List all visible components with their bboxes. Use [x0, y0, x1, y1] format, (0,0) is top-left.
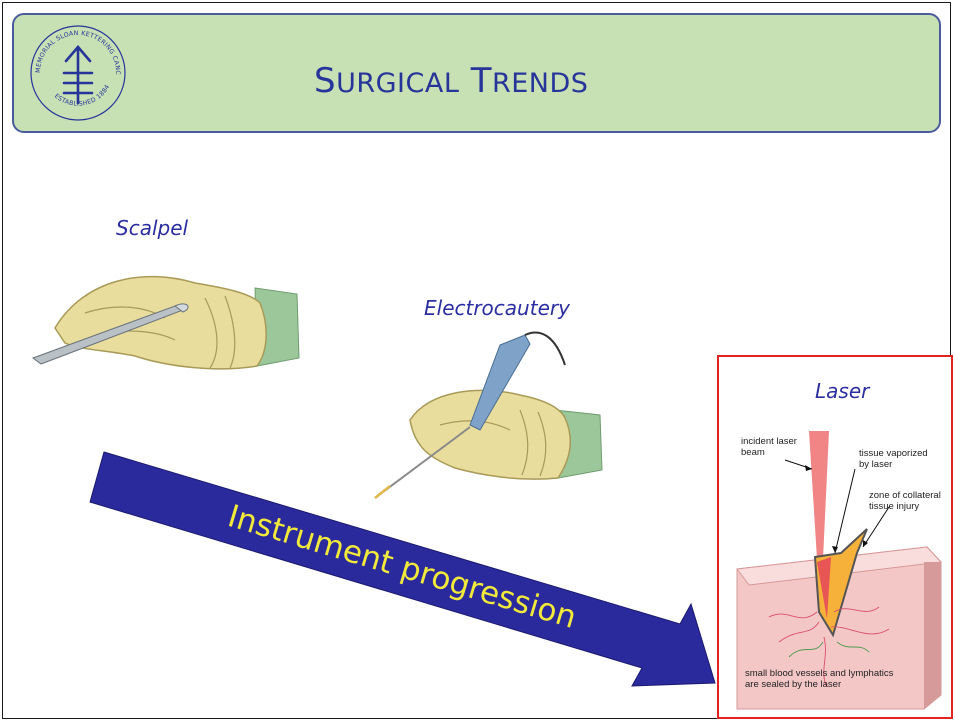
scalpel-label: Scalpel: [116, 216, 188, 240]
logo-ring-text-bottom: ESTABLISHED 1884: [53, 84, 111, 108]
laser-diagram: [719, 357, 951, 717]
annotation-collateral-zone: zone of collateral tissue injury: [869, 490, 941, 512]
scalpel-hand-illustration: [25, 258, 305, 388]
svg-text:ESTABLISHED 1884: ESTABLISHED 1884: [53, 84, 111, 108]
annotation-tissue-vaporized: tissue vaporized by laser: [859, 448, 928, 470]
msk-logo: MEMORIAL SLOAN KETTERING CANCER CENTER E…: [28, 23, 128, 123]
annotation-incident-beam: incident laser beam: [741, 436, 797, 458]
electrocautery-label: Electrocautery: [424, 296, 570, 320]
laser-panel: Laser incident laser beam tissue vaporiz…: [717, 355, 953, 719]
annotation-sealed-vessels: small blood vessels and lymphatics are s…: [745, 668, 893, 690]
title-bar: MEMORIAL SLOAN KETTERING CANCER CENTER E…: [12, 13, 941, 133]
slide-title: SURGICAL TRENDS: [314, 61, 588, 101]
electrocautery-hand-illustration: [370, 330, 610, 505]
logo-ring-text-top: MEMORIAL SLOAN KETTERING CANCER CENTER: [28, 23, 121, 75]
